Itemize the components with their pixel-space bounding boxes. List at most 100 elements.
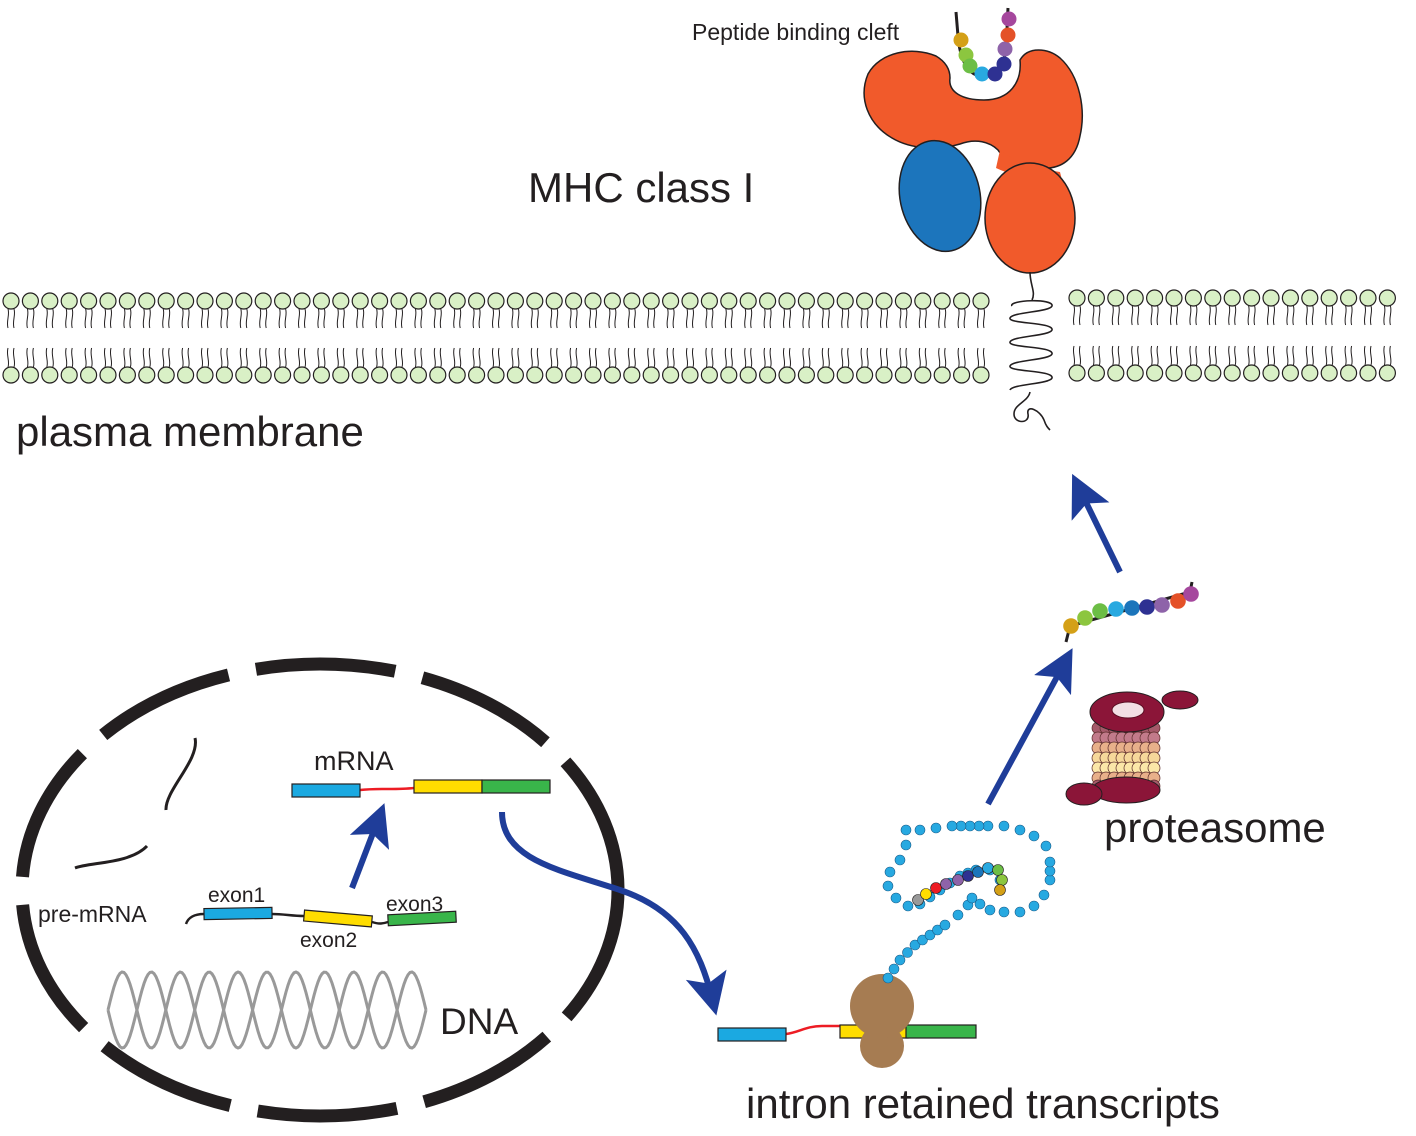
antigen-residue [912,894,924,906]
nuclear-envelope [15,657,625,1123]
amino-acid [884,866,896,878]
lipid [1087,345,1106,382]
lipid [448,347,466,384]
lipid [836,347,854,384]
lipid [254,292,272,329]
lipid [1165,289,1183,326]
lipid [196,292,214,329]
lipid [1281,289,1300,326]
lipid [293,292,311,329]
lipid [487,292,505,329]
amino-acid [1028,830,1040,842]
lipid [60,347,78,384]
lipid [1339,289,1358,326]
lipid [758,347,777,384]
lipid [332,347,350,384]
mrna-exon1 [291,783,361,798]
amino-acid [946,820,958,832]
peptide-bead [974,66,990,82]
lipid [584,347,602,384]
lipid [1068,289,1086,326]
lipid [157,347,175,384]
peptide-bead [1077,610,1093,626]
amino-acid [1040,840,1052,852]
amino-acid [998,820,1010,832]
lipid [894,292,913,329]
lipid [797,292,816,329]
amino-acid [982,820,994,832]
pre-mrna-exon2 [302,909,373,928]
antigen-residue [930,882,942,894]
dna-double-helix [106,970,428,1050]
mrna-exon3 [481,779,551,794]
lipid [1301,289,1319,326]
lipid [1107,345,1125,382]
lipid [1126,289,1144,326]
lipid [952,292,971,329]
lipid [1068,345,1086,382]
lipid [855,347,874,384]
lipid [661,292,680,329]
lipid [1204,289,1222,326]
lipid [1378,289,1397,326]
amino-acid [890,892,902,904]
lipid [2,292,20,329]
lipid [603,292,622,329]
mhc-heavy-chain-alpha3 [984,162,1076,274]
amino-acid [955,820,967,832]
amino-acid [902,947,913,958]
amino-acid [894,954,906,966]
plasma-membrane-bilayer [2,289,1397,384]
lipid [371,347,389,384]
lipid [720,292,738,329]
pre-mrna-exon3 [387,910,457,927]
lipid [1359,345,1377,382]
lipid [429,347,447,384]
lipid [235,347,253,384]
intron-retained-transcripts-label: intron retained transcripts [746,1080,1220,1127]
antigen-residue [994,884,1006,896]
lipid [429,292,447,329]
nuclear-export-arrow [499,811,727,1016]
amino-acid [909,939,921,951]
pre-mrna-label: pre-mRNA [38,901,147,927]
amino-acid [1014,824,1026,836]
lipid [526,347,544,384]
lipid [41,292,59,329]
lipid [1184,289,1203,326]
amino-acid [882,880,894,892]
lipid [1223,345,1241,382]
antigen-residue [992,864,1004,876]
peptide-bead [987,66,1003,82]
ir-exon3 [905,1024,977,1039]
amino-acid [932,924,943,936]
amino-acid [973,820,985,832]
amino-acid [984,904,996,916]
lipid [118,292,136,329]
peptide-bead [996,56,1012,72]
lipid [506,292,525,329]
lipid [681,347,699,384]
amino-acid [900,839,912,851]
amino-acid [882,972,894,984]
lipid [836,292,854,329]
lipid [468,292,486,329]
amino-acid [964,820,976,832]
lipid [1281,345,1300,382]
proteasome-complex [1065,690,1199,806]
lipid [2,347,20,384]
amino-acid [914,824,926,836]
lipid [564,347,583,384]
amino-acid [1038,889,1050,901]
lipid [681,292,699,329]
amino-acid [952,909,964,921]
lipid [855,292,874,329]
lipid [41,347,59,384]
lipid [817,347,835,384]
lipid [351,347,369,384]
lipid [720,347,738,384]
peptide-bead [1063,618,1079,634]
lipid [584,292,602,329]
nascent-polypeptide-chain [882,820,1056,984]
